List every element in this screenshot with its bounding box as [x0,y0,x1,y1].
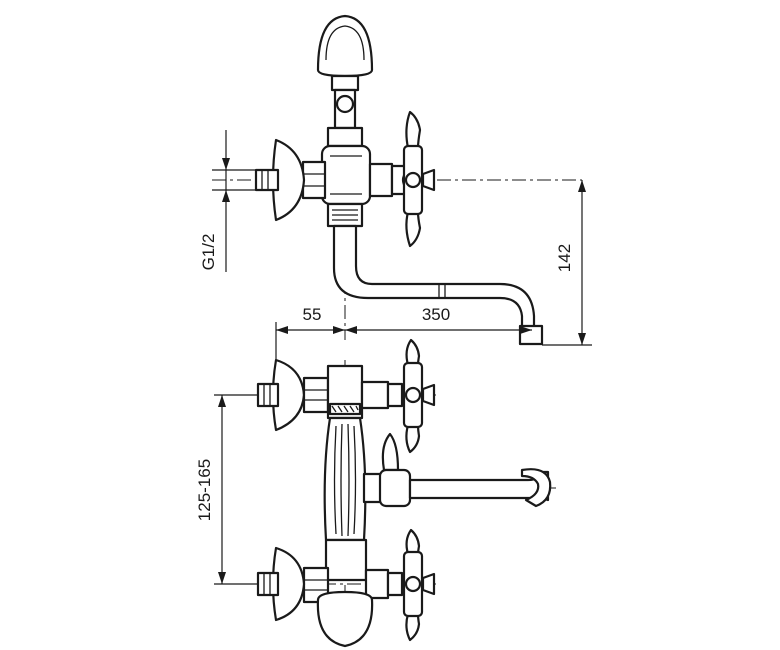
right-connector [368,162,394,198]
upper-nut [326,126,364,148]
arrow [218,395,226,407]
spout-reach-label: 350 [422,305,450,324]
upper-handle-arm-down [405,423,421,454]
arrow [222,158,230,170]
upper-valve-nut [386,382,404,408]
inlet-spacing-label: 125-165 [195,459,214,521]
arrow [276,326,288,334]
upper-hex-nut [302,376,330,414]
left-hex-nut [301,160,327,200]
wall-offset-label: 55 [303,305,322,324]
lower-handle-arm-down [405,612,421,642]
fluted-column [323,416,367,542]
filter-hatch [331,405,359,413]
thread-size-label: G1/2 [199,234,218,271]
upper-filter [328,402,362,416]
upper-handle-center [404,386,422,404]
bottom-bell-cap [316,590,374,648]
arrow [578,333,586,345]
top-faucet-assembly: G1/2 142 55 350 [199,14,592,360]
lower-body-block [324,538,368,582]
upper-valve-connector [360,380,390,410]
lower-valve-connector [364,568,390,600]
front-spout-tip [520,468,552,508]
handle-arm-right [421,168,436,192]
diverter-lever [381,432,400,472]
lower-handle-center [404,575,422,593]
arrow [520,326,532,334]
arrow [222,190,230,202]
upper-handle-arm-right [421,383,436,407]
spout-height-label: 142 [555,244,574,272]
bottom-faucet-assembly: 125-165 [195,338,556,648]
arrow [345,326,357,334]
spout-break-lines [438,284,446,298]
cap-neck [330,74,360,92]
column-flutes [333,423,357,537]
top-bell-cap [316,14,374,78]
stem-port [335,94,355,114]
lower-inlet-connector [256,571,280,597]
upper-handle-arm-up [405,338,421,367]
upper-inlet-connector [256,382,280,408]
lower-handle-arm-right [421,572,436,596]
handle-arm-up [405,110,422,150]
handle-arm-down [405,210,422,248]
valve-body [320,144,372,206]
lower-nut-knurl [332,209,358,221]
arrow [333,326,345,334]
handle-center [404,171,422,189]
arrow [218,572,226,584]
lower-valve-nut [386,571,404,597]
lower-handle-arm-up [405,528,421,556]
arrow [578,180,586,192]
top-bell-cap-shading [325,25,365,61]
spout-swivel-nut [378,468,412,508]
inlet-connector [254,168,280,192]
